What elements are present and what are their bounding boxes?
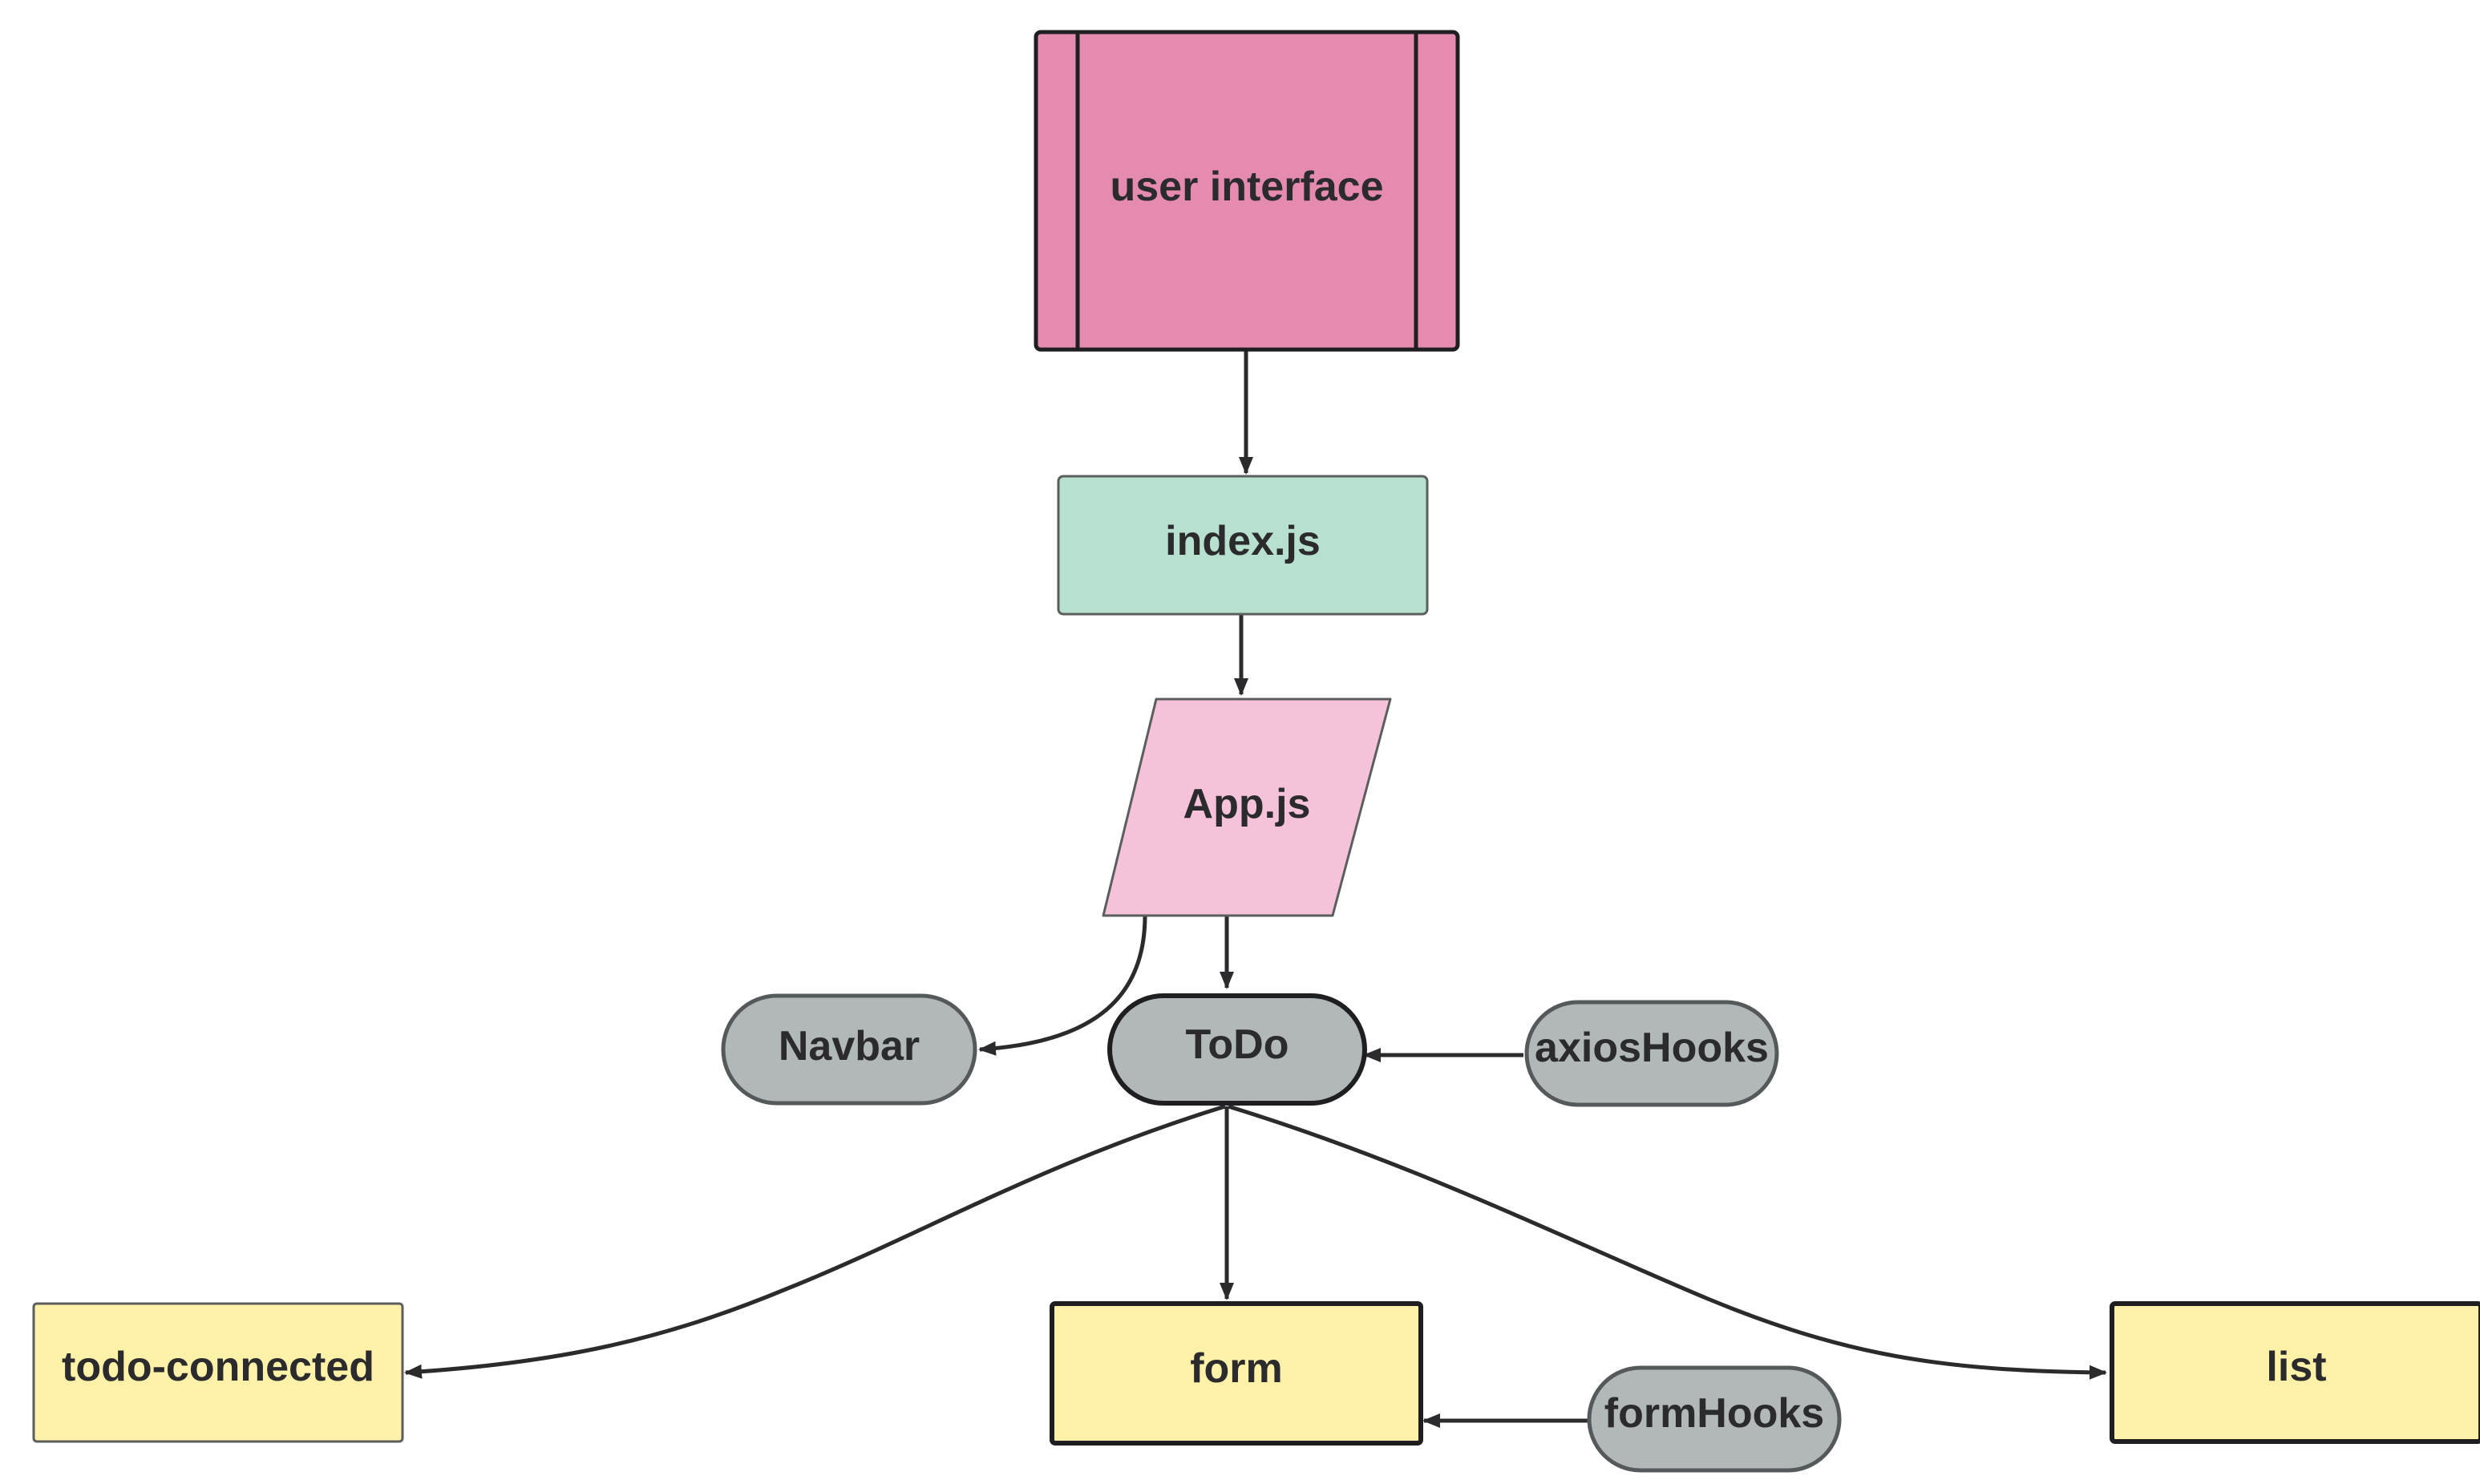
edge-todo-to-todo-connected xyxy=(404,1104,1226,1379)
node-app-js[interactable]: App.js xyxy=(1102,698,1392,917)
node-todo-connected-label: todo-connected xyxy=(62,1344,374,1390)
node-index-js[interactable]: index.js xyxy=(1057,475,1429,616)
node-form-hooks-label: formHooks xyxy=(1604,1390,1824,1437)
node-list[interactable]: list xyxy=(2110,1301,2480,1444)
node-todo-label: ToDo xyxy=(1186,1021,1289,1068)
edge-app-js-to-navbar xyxy=(978,915,1147,1056)
node-form-hooks[interactable]: formHooks xyxy=(1587,1365,1842,1473)
node-index-js-label: index.js xyxy=(1165,518,1321,564)
node-todo[interactable]: ToDo xyxy=(1107,993,1367,1106)
node-user-interface-label: user interface xyxy=(1110,164,1383,210)
node-form-label: form xyxy=(1190,1345,1283,1392)
node-form[interactable]: form xyxy=(1050,1301,1423,1446)
node-todo-connected[interactable]: todo-connected xyxy=(32,1302,404,1443)
node-navbar[interactable]: Navbar xyxy=(721,993,977,1106)
node-user-interface[interactable]: user interface xyxy=(1034,30,1460,352)
node-axios-hooks[interactable]: axiosHooks xyxy=(1524,1000,1779,1107)
edge-todo-to-list xyxy=(1228,1104,2107,1380)
node-app-js-label: App.js xyxy=(1183,781,1311,827)
node-navbar-label: Navbar xyxy=(779,1023,920,1070)
node-list-label: list xyxy=(2266,1344,2326,1390)
node-axios-hooks-label: axiosHooks xyxy=(1535,1025,1769,1071)
